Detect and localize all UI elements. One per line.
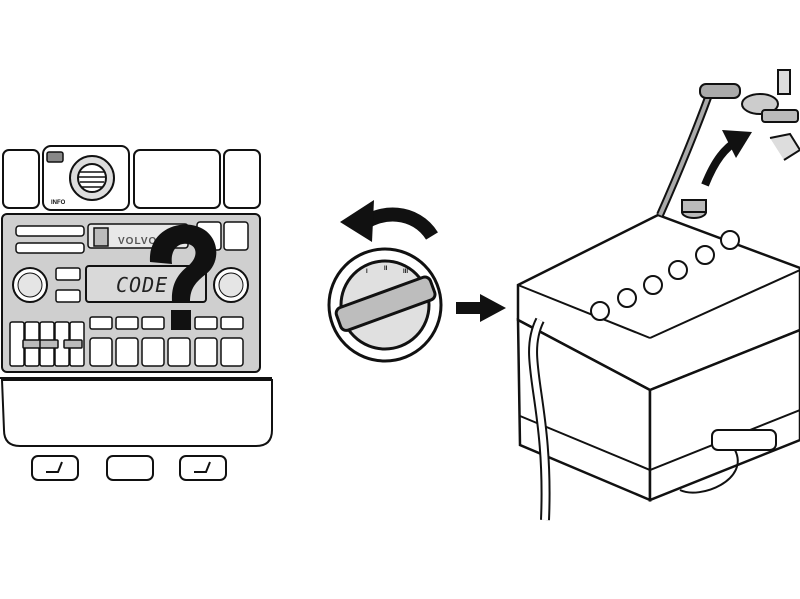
question-mark-icon — [149, 224, 217, 330]
battery-cell-caps — [590, 230, 740, 321]
battery — [516, 69, 800, 521]
bolt-icon — [777, 69, 791, 95]
ignition-pos-3: III — [403, 269, 408, 275]
ignition-switch: I II III — [327, 200, 443, 363]
seat-heater-switches — [31, 455, 227, 481]
right-arrow-icon — [456, 294, 506, 322]
dash-lower-panel — [0, 379, 273, 447]
dial-knob — [69, 155, 115, 201]
ignition-pos-1: I — [366, 269, 368, 275]
ignition-key — [334, 275, 437, 332]
battery-strap — [711, 429, 777, 451]
terminal-clamp — [699, 69, 800, 161]
info-button — [46, 151, 64, 163]
lower-button-row — [89, 337, 244, 367]
dashboard-panel: INFO VOLVO CODE — [0, 145, 273, 481]
dash-panel-center — [133, 149, 221, 209]
dash-vent-left — [2, 149, 40, 209]
ignition-pos-2: II — [384, 266, 388, 272]
radio-brand: VOLVO — [118, 236, 157, 247]
preset-buttons — [89, 316, 244, 330]
display-code-text: CODE — [116, 273, 168, 297]
info-label: INFO — [51, 200, 66, 206]
equalizer-sliders — [9, 321, 85, 367]
dash-panel-right — [223, 149, 261, 209]
